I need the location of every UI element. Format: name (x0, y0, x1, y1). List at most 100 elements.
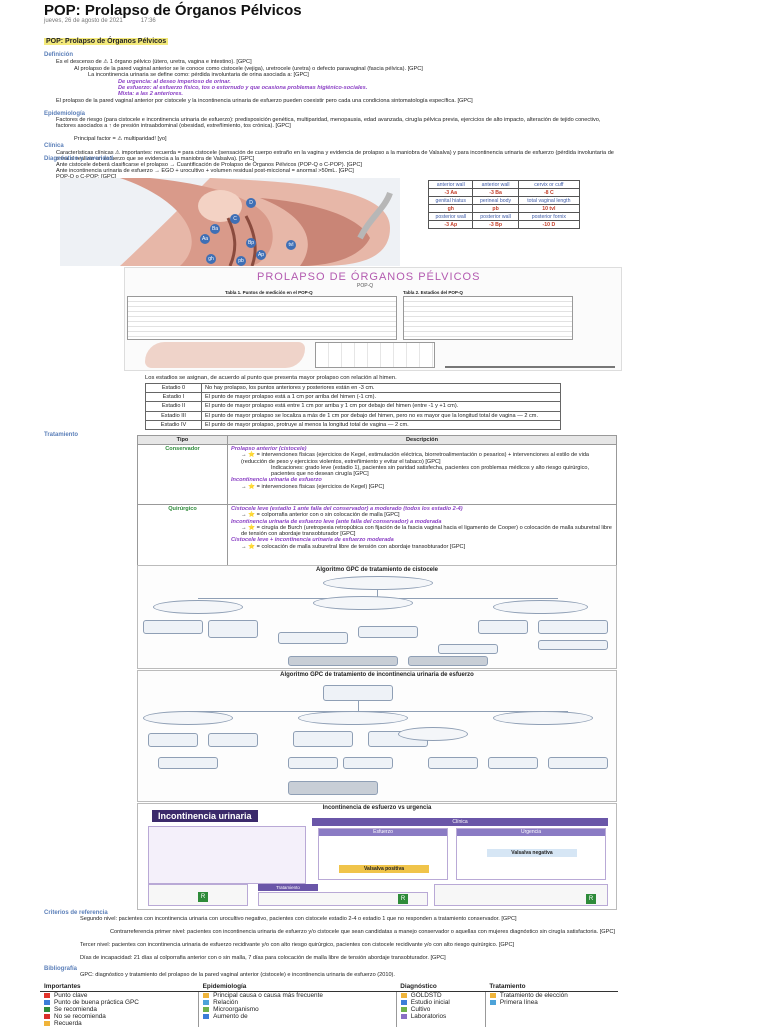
stage-name: Estadio I (145, 392, 202, 403)
section-criterios: Criterios de referencia (44, 910, 108, 916)
increase-icon (203, 1013, 210, 1019)
incontinencia-algorithm: Algoritmo GPC de tratamiento de incontin… (137, 670, 617, 802)
flow-link (358, 701, 359, 711)
popq-grid: anterior wall anterior wall cervix or cu… (427, 180, 581, 229)
legend-item: GOLDSTD (400, 992, 481, 999)
treatment-q1: Cistocele leve (estadio 1 ante falla del… (231, 506, 463, 512)
legend-header-tratamiento: Tratamiento (485, 982, 618, 992)
treatment-q5: Cistocele leve + incontinencia urinaria … (231, 537, 394, 544)
treatment-q2: → ⭐ = colporrafia anterior con o sin col… (241, 512, 400, 519)
stage-name: Estadio IV (145, 419, 202, 431)
flow-node (548, 757, 608, 769)
flow-node (143, 620, 203, 634)
popq-cell: posterior wall (472, 212, 519, 221)
valsalva-negative-badge: Valsalva negativa (487, 849, 577, 857)
first-line-icon (489, 999, 496, 1005)
legend-item: Primera línea (489, 999, 614, 1006)
pelvic-anatomy-figure: D C Ba Aa Bp Ap gh pb tvl (60, 178, 400, 266)
legend-item: Se recomienda (44, 1006, 194, 1013)
legend-item: Microorganismo (203, 1006, 392, 1013)
flow-node (208, 620, 258, 638)
legend-item: Relación (203, 999, 392, 1006)
flow-node (148, 733, 198, 747)
definicion-urgencia: De urgencia: al deseo imperioso de orina… (118, 79, 231, 85)
treatment-table: Tipo Descripción Conservador Prolapso an… (137, 435, 617, 567)
popq-cell: 10 tvl (517, 204, 581, 213)
stages-caption: Los estadios se asignan, de acuerdo al p… (145, 375, 397, 381)
definicion-line-3: La incontinencia urinaria se define como… (88, 72, 309, 78)
flow-node (313, 596, 413, 610)
valsalva-positive-badge: Valsalva positiva (339, 865, 429, 873)
culture-icon (400, 1006, 407, 1012)
treatment-choice-icon (489, 992, 496, 998)
infographic-urgencia-title: Urgencia (457, 829, 605, 836)
infographic-esfuerzo-title: Esfuerzo (319, 829, 447, 836)
legend-item: Estudio inicial (400, 999, 481, 1006)
flow-node (343, 757, 393, 769)
treatment-c1: Prolapso anterior (cistocele) (231, 446, 307, 452)
definicion-line-1: Es el descenso de ⚠ 1 órgano pélvico (út… (56, 59, 252, 65)
flow-node (478, 620, 528, 634)
flow-node (538, 620, 608, 634)
criterios-line-2: Contrarreferencia primer nivel: paciente… (110, 929, 615, 935)
infographic-clinica-header: Clínica (312, 818, 608, 826)
treatment-type-quirurgico: Quirúrgico (137, 504, 228, 567)
stage-desc: El punto de mayor prolapso se localiza a… (201, 410, 561, 421)
flow-node (153, 600, 243, 614)
stage-name: Estadio III (145, 410, 202, 421)
flow-node (398, 727, 468, 741)
flow-node (538, 640, 608, 650)
section-clinica: Clínica (44, 143, 64, 149)
recommendation-icon: R (198, 892, 208, 902)
flow-node (298, 711, 408, 725)
poster-profile-image (445, 342, 615, 368)
stage-desc: El punto de mayor prolapso, protruye al … (201, 419, 561, 431)
recommendation-icon: R (398, 894, 408, 904)
flow-node (278, 632, 348, 644)
good-practice-icon (44, 999, 50, 1005)
poster-table-2-title: Tabla 2. Estadios del POP-Q (403, 290, 463, 295)
infographic-esfuerzo-panel: Esfuerzo Valsalva positiva (318, 828, 448, 880)
definicion-esfuerzo: De esfuerzo: al esfuerzo físico, tos o e… (118, 85, 368, 91)
section-definicion: Definición (44, 52, 74, 58)
epidemiologia-line-2: Principal factor = ⚠ multiparidad! [yo] (74, 136, 167, 142)
stage-desc: El punto de mayor prolapso está entre 1 … (201, 401, 561, 412)
legend-item: Tratamiento de elección (489, 992, 614, 999)
legend-item: No se recomienda (44, 1013, 194, 1020)
point-tvl-marker: tvl (286, 240, 296, 250)
incontinencia-infographic: Incontinencia de esfuerzo vs urgencia In… (137, 803, 617, 910)
point-ba-marker: Ba (210, 224, 220, 234)
point-d-marker: D (246, 198, 256, 208)
cistocele-algorithm: Algoritmo GPC de tratamiento de cistocel… (137, 565, 617, 669)
flow-node (358, 626, 418, 638)
popq-cell: perineal body (472, 196, 519, 205)
point-gh-marker: gh (206, 254, 216, 264)
flow-node (143, 711, 233, 725)
criterios-line-3: Tercer nivel: pacientes con incontinenci… (80, 942, 515, 948)
popq-cell: -3 Ap (427, 220, 474, 229)
poster-title: PROLAPSO DE ÓRGANOS PÉLVICOS (257, 271, 481, 283)
not-recommended-icon (44, 1013, 50, 1019)
flow-node (493, 600, 588, 614)
legend-table: Importantes Epidemiología Diagnóstico Tr… (40, 982, 618, 1027)
lab-icon (400, 1013, 407, 1019)
treatment-type-conservador: Conservador (137, 444, 228, 505)
treatment-c5: → ⭐ = intervenciones físicas (ejercicios… (241, 483, 384, 490)
definicion-mixta: Mixta: a las 2 anteriores. (118, 91, 183, 97)
popq-cell: posterior fornix (517, 212, 581, 221)
popq-cell: genital hiatus (427, 196, 474, 205)
infographic-tratamiento-header: Tratamiento (258, 884, 318, 891)
time-text: 17:36 (140, 18, 156, 24)
pelvic-anatomy-illustration (60, 178, 400, 266)
stage-name: Estadio 0 (145, 382, 202, 394)
flow-node (158, 757, 218, 769)
flow-node (488, 757, 538, 769)
main-cause-icon (203, 992, 210, 998)
flow-node (293, 731, 353, 747)
stage-desc: El punto de mayor prolapso está a 1 cm p… (201, 392, 561, 403)
point-bp-marker: Bp (246, 238, 256, 248)
poster-anatomy-image (145, 342, 305, 368)
popq-cell: -3 Ba (472, 188, 519, 197)
clinica-line-1: Características clínicas ⚠ importantes: … (56, 150, 614, 163)
flow-node (408, 656, 488, 666)
